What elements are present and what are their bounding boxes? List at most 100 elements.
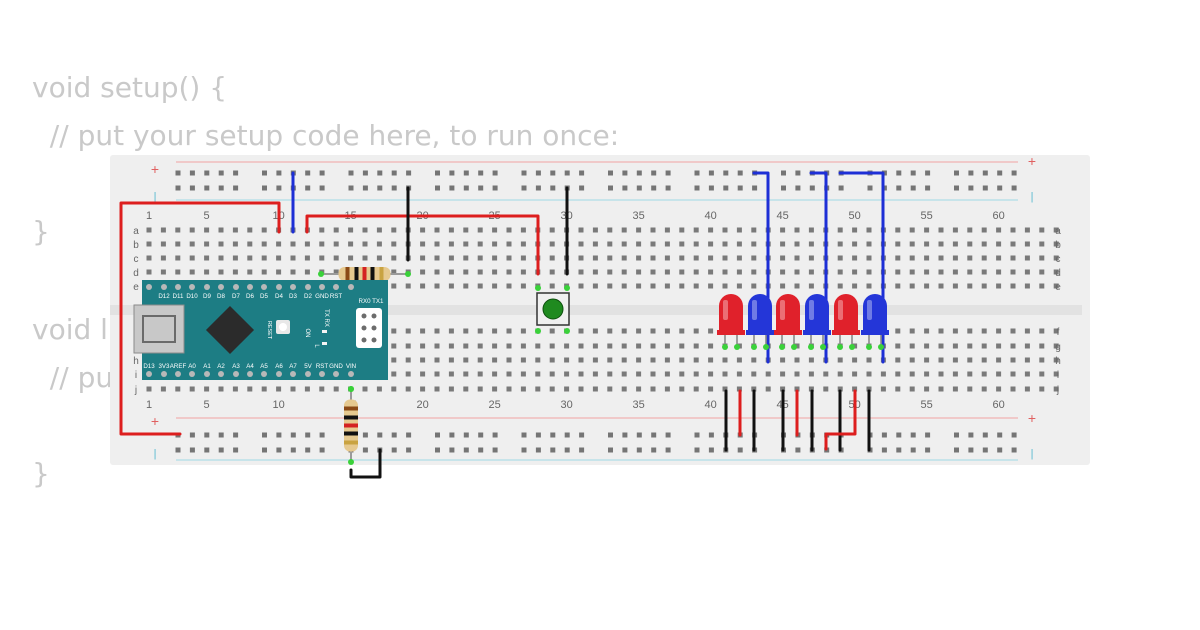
terminal-hole bbox=[420, 371, 426, 377]
rail-hole bbox=[449, 170, 455, 176]
terminal-hole bbox=[852, 357, 858, 363]
terminal-hole bbox=[664, 328, 670, 334]
terminal-hole bbox=[967, 241, 973, 247]
terminal-hole bbox=[189, 227, 195, 233]
terminal-hole bbox=[477, 283, 483, 289]
terminal-hole bbox=[592, 328, 598, 334]
terminal-hole bbox=[722, 255, 728, 261]
rail-hole bbox=[262, 170, 267, 176]
terminal-hole bbox=[477, 357, 483, 363]
terminal-hole bbox=[362, 255, 368, 261]
rail-hole bbox=[189, 170, 195, 176]
terminal-hole bbox=[492, 357, 498, 363]
terminal-hole bbox=[175, 386, 181, 392]
terminal-hole bbox=[967, 343, 973, 349]
rail-hole bbox=[535, 447, 541, 453]
led-pin bbox=[722, 344, 728, 350]
terminal-hole bbox=[852, 241, 858, 247]
rail-hole bbox=[550, 447, 556, 453]
rail-hole bbox=[391, 170, 397, 176]
terminal-hole bbox=[333, 241, 339, 247]
red-wire-to-button bbox=[305, 214, 540, 276]
rail-hole bbox=[319, 432, 325, 438]
rail-hole bbox=[579, 432, 585, 438]
nano-pin-top bbox=[290, 284, 296, 290]
terminal-hole bbox=[420, 343, 426, 349]
row-letter: b bbox=[1055, 240, 1061, 251]
nano-pin-label: RST bbox=[330, 293, 343, 300]
terminal-hole bbox=[866, 241, 872, 247]
rail-plus-label: + bbox=[151, 161, 159, 177]
terminal-hole bbox=[664, 227, 670, 233]
rail-hole bbox=[204, 170, 210, 176]
nano-pin-label: A7 bbox=[289, 363, 297, 370]
column-number: 30 bbox=[560, 399, 572, 411]
rail-hole bbox=[348, 170, 354, 176]
led-body bbox=[863, 294, 887, 334]
rail-hole bbox=[550, 432, 556, 438]
terminal-hole bbox=[967, 386, 973, 392]
terminal-hole bbox=[477, 386, 483, 392]
terminal-hole bbox=[549, 255, 555, 261]
terminal-hole bbox=[996, 255, 1002, 261]
row-letter: a bbox=[1055, 226, 1061, 237]
terminal-hole bbox=[794, 255, 800, 261]
rail-hole bbox=[521, 185, 527, 191]
terminal-hole bbox=[981, 283, 987, 289]
terminal-hole bbox=[996, 343, 1002, 349]
resistor-bottom bbox=[344, 386, 358, 465]
terminal-hole bbox=[636, 255, 642, 261]
led-flange bbox=[746, 330, 774, 335]
terminal-hole bbox=[981, 269, 987, 275]
terminal-hole bbox=[693, 371, 699, 377]
terminal-hole bbox=[391, 328, 397, 334]
terminal-hole bbox=[780, 227, 786, 233]
terminal-hole bbox=[780, 371, 786, 377]
column-number: 40 bbox=[704, 399, 716, 411]
terminal-hole bbox=[607, 328, 613, 334]
nano-pin-bottom bbox=[348, 371, 354, 377]
terminal-hole bbox=[492, 241, 498, 247]
terminal-hole bbox=[924, 269, 930, 275]
rail-hole bbox=[737, 447, 743, 453]
terminal-hole bbox=[520, 269, 526, 275]
rail-hole bbox=[1011, 170, 1017, 176]
terminal-hole bbox=[1039, 227, 1045, 233]
terminal-hole bbox=[448, 269, 454, 275]
rail-hole bbox=[189, 447, 195, 453]
terminal-hole bbox=[564, 357, 570, 363]
nano-led bbox=[322, 330, 327, 333]
terminal-hole bbox=[981, 328, 987, 334]
terminal-hole bbox=[664, 343, 670, 349]
terminal-hole bbox=[938, 227, 944, 233]
terminal-hole bbox=[592, 357, 598, 363]
rail-minus-label: | bbox=[154, 191, 157, 203]
rail-hole bbox=[608, 185, 613, 191]
terminal-hole bbox=[708, 283, 714, 289]
rail-hole bbox=[910, 185, 916, 191]
terminal-hole bbox=[852, 386, 858, 392]
rail-hole bbox=[218, 432, 224, 438]
terminal-hole bbox=[866, 283, 872, 289]
led-body bbox=[748, 294, 772, 334]
terminal-hole bbox=[693, 269, 699, 275]
terminal-hole bbox=[794, 371, 800, 377]
terminal-hole bbox=[664, 357, 670, 363]
icsp-pin bbox=[361, 337, 367, 343]
terminal-hole bbox=[146, 386, 152, 392]
rail-hole bbox=[781, 185, 786, 191]
rail-hole bbox=[564, 447, 570, 453]
terminal-hole bbox=[578, 386, 584, 392]
terminal-hole bbox=[376, 255, 382, 261]
nano-pin-bottom bbox=[333, 371, 339, 377]
rail-hole bbox=[579, 170, 585, 176]
rail-hole bbox=[838, 185, 844, 191]
terminal-hole bbox=[333, 386, 339, 392]
led-pin bbox=[837, 344, 843, 350]
rail-hole bbox=[492, 170, 498, 176]
nano-pin-bottom bbox=[276, 371, 282, 377]
pushbutton-pin bbox=[535, 285, 541, 291]
terminal-hole bbox=[420, 241, 426, 247]
terminal-hole bbox=[362, 386, 368, 392]
